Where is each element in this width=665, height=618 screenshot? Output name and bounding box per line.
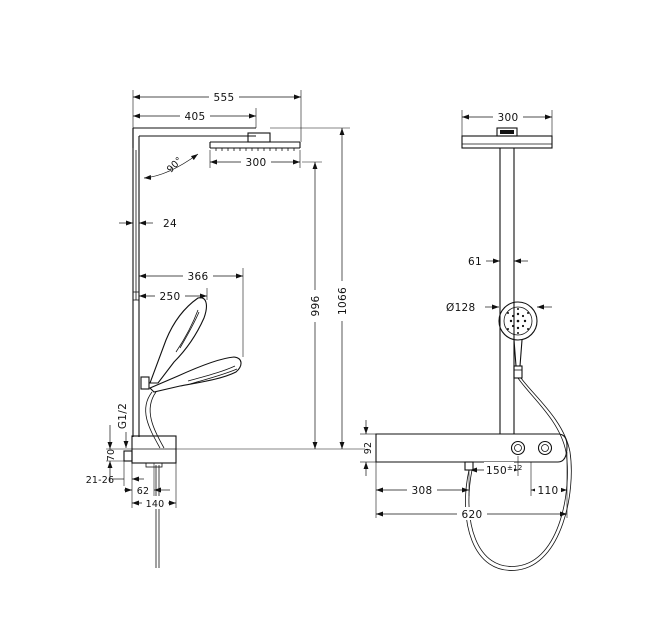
side-view: 555 405 300 90° 24 (86, 90, 365, 568)
hand-shower-hose (145, 391, 165, 568)
label-366: 366 (188, 271, 209, 283)
label-620: 620 (462, 509, 483, 521)
dim-300-side: 300 (209, 150, 301, 169)
label-92: 92 (363, 442, 374, 455)
overhead-shower-head (209, 141, 301, 151)
label-62: 62 (137, 486, 150, 497)
label-300-front: 300 (498, 112, 519, 124)
hose-front (465, 377, 572, 571)
riser-pipe (132, 128, 140, 437)
label-405: 405 (185, 111, 206, 123)
label-308: 308 (412, 485, 433, 497)
dim-300-front: 300 (461, 110, 553, 136)
label-70: 70 (106, 449, 117, 462)
label-61: 61 (468, 256, 482, 268)
dim-150: 150±12 (470, 456, 523, 477)
thermostat-body-side (123, 435, 177, 468)
dim-21-26: 21-26 (86, 461, 144, 486)
dim-62: 62 (124, 463, 170, 497)
dim-140: 140 (131, 463, 177, 510)
label-90-degrees: 90° (165, 155, 185, 175)
dim-110: 110 (530, 452, 568, 518)
dim-620: 620 (376, 507, 567, 521)
label-150: 150±12 (486, 464, 523, 477)
hand-shower-holder (132, 291, 150, 390)
dim-70: 70 (106, 425, 132, 482)
dim-24: 24 (119, 218, 177, 230)
label-110: 110 (538, 485, 559, 497)
label-128: Ø128 (446, 302, 476, 314)
shower-arm (132, 127, 271, 148)
label-thread-group: G1/2 (117, 403, 129, 448)
label-24: 24 (163, 218, 177, 230)
label-996: 996 (310, 296, 322, 317)
dim-92: 92 (360, 420, 376, 476)
hand-shower-lower (149, 356, 242, 393)
dim-996: 996 (176, 161, 365, 450)
riser-pipe-front (499, 148, 515, 434)
dim-555: 555 (132, 90, 302, 142)
label-140: 140 (146, 499, 165, 510)
dim-61: 61 (468, 256, 528, 268)
label-g12: G1/2 (117, 403, 129, 429)
front-view: 300 61 (360, 110, 572, 571)
dim-1066: 1066 (270, 127, 350, 449)
thermostat-shelf (375, 433, 568, 471)
hand-shower-upper (149, 297, 207, 384)
dim-366: 366 (139, 268, 244, 357)
hand-shower-front (498, 301, 538, 379)
dim-250: 250 (139, 288, 208, 303)
label-300-side: 300 (246, 157, 267, 169)
overhead-shower-front (461, 127, 553, 149)
dim-308: 308 (375, 462, 470, 518)
label-1066: 1066 (337, 287, 349, 315)
dim-128: Ø128 (446, 302, 552, 314)
dim-405: 405 (133, 108, 257, 128)
label-555: 555 (214, 92, 235, 104)
label-250: 250 (160, 291, 181, 303)
dim-angle-90: 90° (143, 153, 199, 180)
label-21-26: 21-26 (86, 475, 115, 486)
